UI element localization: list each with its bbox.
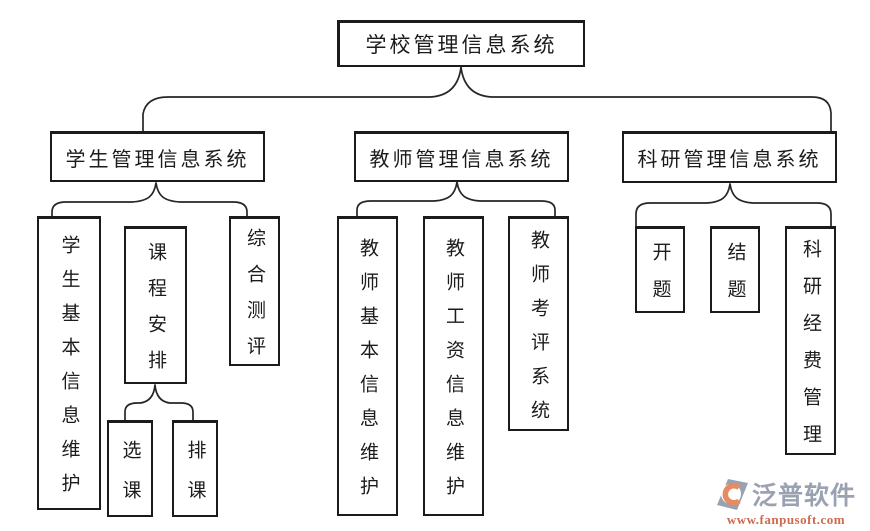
node-research-funding: 科研经费管理 [785, 226, 836, 461]
bracket-root-to-level2 [142, 66, 832, 132]
node-course-scheduling: 排课 [172, 420, 218, 520]
node-school-system: 学校管理信息系统 [337, 20, 585, 67]
bracket-research-system [635, 183, 832, 227]
watermark-url-text: www.fanpusoft.com [726, 512, 846, 527]
fanpu-logo-icon [716, 478, 748, 510]
node-project-conclusion: 结题 [710, 226, 760, 316]
bracket-teacher-system [356, 181, 556, 217]
watermark-brand-text: 泛普软件 [751, 482, 856, 510]
node-project-proposal: 开题 [635, 226, 685, 316]
node-teacher-salary-info: 教师工资信息维护 [423, 216, 484, 516]
node-student-basic-info: 学生基本信息维护 [37, 216, 101, 510]
node-course-arrangement: 课程安排 [124, 226, 187, 386]
node-comprehensive-evaluation: 综合测评 [229, 216, 280, 372]
node-teacher-evaluation: 教师考评系统 [508, 216, 569, 434]
node-teacher-basic-info: 教师基本信息维护 [337, 216, 398, 516]
node-research-system: 科研管理信息系统 [622, 131, 837, 183]
bracket-student-system [51, 182, 248, 217]
node-teacher-system: 教师管理信息系统 [354, 131, 569, 182]
node-student-system: 学生管理信息系统 [50, 131, 265, 182]
node-course-selection: 选课 [107, 420, 153, 520]
bracket-course-arrangement [124, 384, 194, 421]
watermark: 泛普软件 www.fanpusoft.com [708, 476, 864, 528]
